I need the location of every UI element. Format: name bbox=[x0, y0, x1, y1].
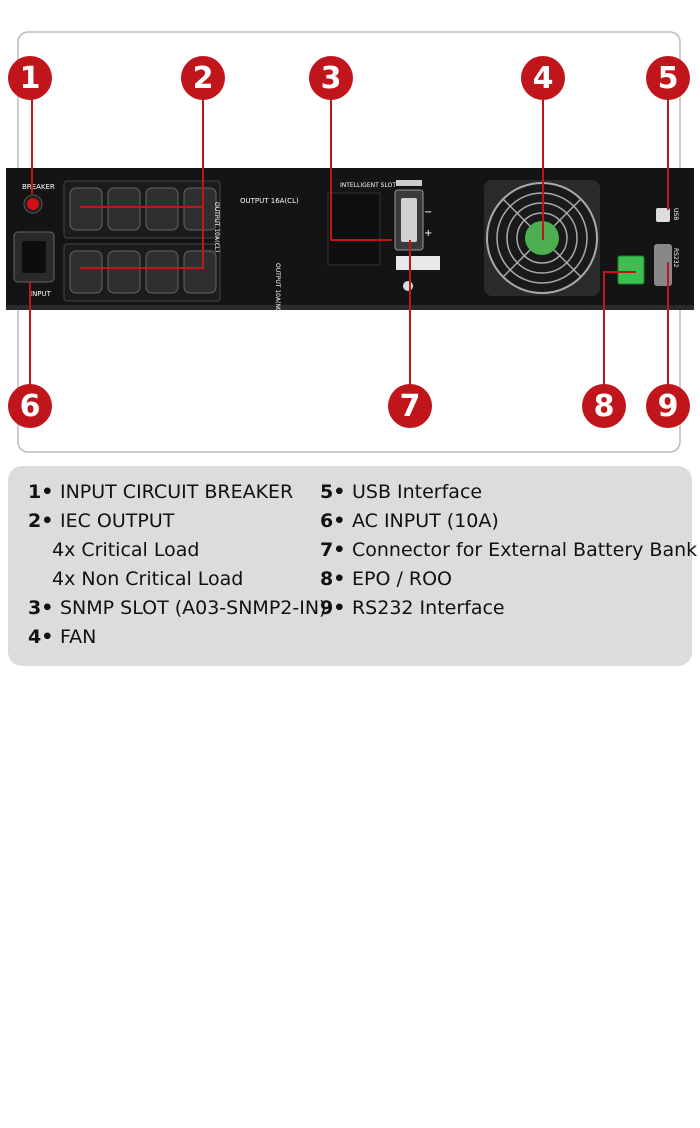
marker-9-circle bbox=[646, 384, 690, 428]
marker-3-number: 3 bbox=[321, 61, 342, 96]
legend-text: Connector for External Battery Bank bbox=[351, 539, 698, 561]
svg-text:−: − bbox=[424, 207, 432, 218]
legend-text: AC INPUT (10A) bbox=[351, 510, 499, 532]
legend-text: 4x Non Critical Load bbox=[52, 568, 244, 590]
marker-2-circle bbox=[181, 56, 225, 100]
intelligent-slot-label: INTELLIGENT SLOT bbox=[340, 182, 396, 189]
legend-number: 8• bbox=[320, 568, 352, 590]
marker-4-number: 4 bbox=[533, 61, 554, 96]
epo-connector[interactable] bbox=[617, 255, 645, 285]
marker-8-circle bbox=[582, 384, 626, 428]
legend-text: USB Interface bbox=[351, 481, 483, 503]
legend-number: 2• bbox=[28, 510, 60, 532]
legend-text: FAN bbox=[59, 626, 97, 648]
iec-outlet[interactable] bbox=[145, 250, 179, 294]
rs232-label: RS232 bbox=[672, 248, 679, 268]
usb-port[interactable] bbox=[656, 208, 670, 222]
marker-7-circle bbox=[388, 384, 432, 428]
legend-text: IEC OUTPUT bbox=[59, 510, 175, 532]
legend-number: 5• bbox=[320, 481, 352, 503]
breaker-switch[interactable] bbox=[27, 198, 39, 210]
legend-panel: 1• INPUT CIRCUIT BREAKER 2• IEC OUTPUT 4x … bbox=[8, 466, 697, 1124]
marker-3-circle bbox=[309, 56, 353, 100]
legend-number: 4• bbox=[28, 626, 60, 648]
legend-text: 4x Critical Load bbox=[52, 539, 200, 561]
iec-outlet[interactable] bbox=[145, 187, 179, 231]
legend-item: 6• AC INPUT (10A) bbox=[320, 510, 499, 532]
marker-1-circle bbox=[8, 56, 52, 100]
usb-label: USB bbox=[672, 208, 679, 220]
iec-outlet[interactable] bbox=[183, 250, 217, 294]
legend-number: 7• bbox=[320, 539, 352, 561]
legend-item: 5• USB Interface bbox=[320, 481, 482, 503]
marker-6-circle bbox=[8, 384, 52, 428]
rs232-port[interactable] bbox=[654, 244, 672, 286]
snmp-slot[interactable] bbox=[327, 192, 381, 266]
iec-outlets bbox=[69, 187, 217, 294]
legend-text: RS232 Interface bbox=[351, 597, 505, 619]
legend-item: 7• Connector for External Battery Bank bbox=[320, 539, 697, 561]
marker-2-number: 2 bbox=[193, 61, 214, 96]
iec-outlet[interactable] bbox=[69, 250, 103, 294]
legend-item: 3• SNMP SLOT (A03-SNMP2-IN) bbox=[28, 597, 326, 619]
marker-1-number: 1 bbox=[20, 61, 41, 96]
marker-5-number: 5 bbox=[658, 61, 679, 96]
input-label: INPUT bbox=[30, 290, 52, 298]
output-nc-vertical-label: OUTPUT 10A(NCL) bbox=[274, 263, 281, 318]
marker-8-number: 8 bbox=[594, 389, 615, 424]
iec-outlet[interactable] bbox=[107, 250, 141, 294]
logo-icon bbox=[634, 1064, 662, 1092]
brand-name: Atlantis bbox=[613, 1104, 678, 1124]
iec-outlet[interactable] bbox=[69, 187, 103, 231]
legend-item: 8• EPO / ROO bbox=[320, 568, 452, 590]
marker-9-number: 9 bbox=[658, 389, 679, 424]
iec-output-group bbox=[63, 180, 221, 302]
marker-5-circle bbox=[646, 56, 690, 100]
legend-number: 9• bbox=[320, 597, 352, 619]
svg-text:+: + bbox=[424, 228, 432, 239]
legend-item: 2• IEC OUTPUT bbox=[28, 510, 174, 532]
legend-text: SNMP SLOT (A03-SNMP2-IN) bbox=[59, 597, 327, 619]
callout-lines bbox=[29, 98, 669, 385]
legend-number: 1• bbox=[28, 481, 60, 503]
marker-4-circle bbox=[521, 56, 565, 100]
legend-item: 4• FAN bbox=[28, 626, 96, 648]
iec-outlet[interactable] bbox=[107, 187, 141, 231]
legend-item: 1• INPUT CIRCUIT BREAKER bbox=[28, 481, 293, 503]
legend-item: 4x Non Critical Load bbox=[52, 568, 243, 590]
legend-item: 9• RS232 Interface bbox=[320, 597, 505, 619]
legend-text: INPUT CIRCUIT BREAKER bbox=[59, 481, 294, 503]
legend-text: EPO / ROO bbox=[351, 568, 452, 590]
legend-number: 6• bbox=[320, 510, 352, 532]
output-cl-vertical-label: OUTPUT 10A(CL) bbox=[213, 202, 220, 252]
legend-item: 4x Critical Load bbox=[52, 539, 199, 561]
legend-number: 3• bbox=[28, 597, 60, 619]
output-label: OUTPUT 16A(CL) bbox=[240, 197, 299, 205]
breaker-label: BREAKER bbox=[22, 183, 55, 191]
marker-6-number: 6 bbox=[20, 389, 41, 424]
callout-markers: 1 2 3 4 5 6 7 8 9 bbox=[8, 56, 690, 428]
marker-7-number: 7 bbox=[400, 389, 421, 424]
iec-outlet[interactable] bbox=[183, 187, 217, 231]
atlantis-logo: Atlantis bbox=[613, 1064, 683, 1128]
ups-rear-panel-diagram: BREAKER INPUT OUTPUT 10A(CL) OUTPUT 10A(… bbox=[6, 31, 694, 453]
